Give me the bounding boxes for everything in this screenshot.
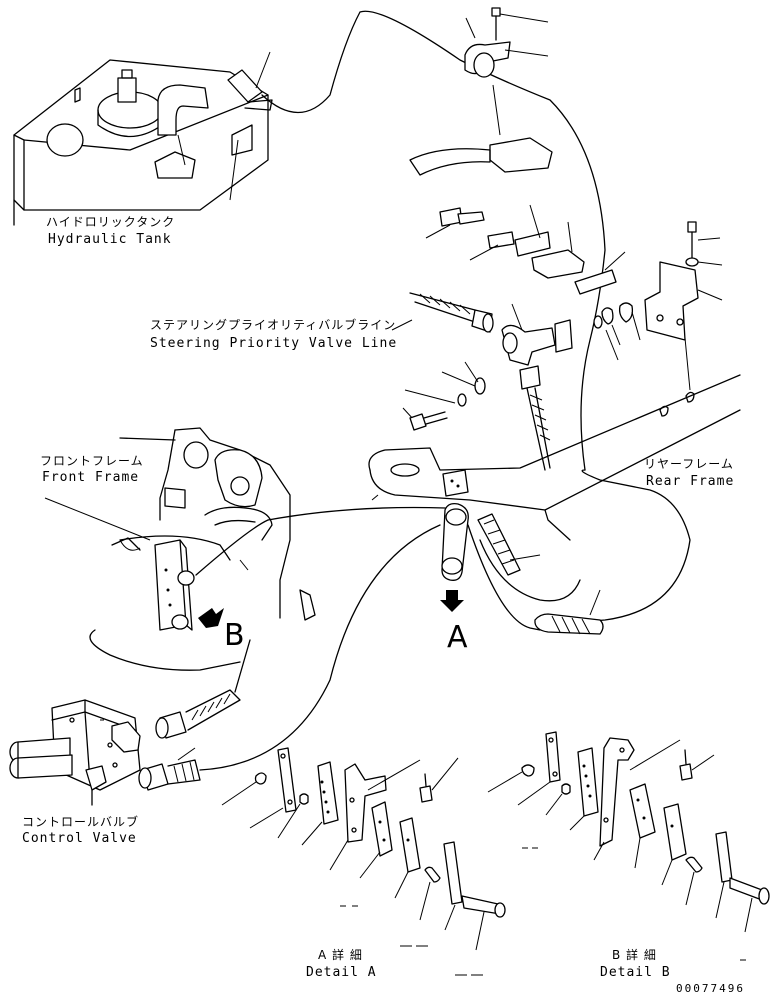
detail-a-connection bbox=[440, 469, 541, 612]
hose-small-loop bbox=[479, 539, 581, 602]
steering-line-label-en: Steering Priority Valve Line bbox=[150, 336, 397, 351]
top-clamp-group bbox=[409, 7, 553, 176]
right-bracket bbox=[601, 221, 723, 391]
hose-rear-loop bbox=[539, 469, 691, 626]
tank-hose-fitting bbox=[227, 51, 273, 111]
hose-sleeve bbox=[534, 613, 604, 635]
hydraulic-tank-label-jp: ハイドロリックタンク bbox=[46, 215, 175, 229]
tank-return-hose bbox=[261, 10, 606, 471]
control-valve bbox=[9, 699, 141, 806]
front-frame bbox=[44, 427, 316, 671]
detail-b-connection bbox=[154, 519, 269, 631]
detail-a-label-en: Detail A bbox=[306, 965, 377, 980]
hydraulic-tank bbox=[13, 59, 269, 226]
control-valve-label-jp: コントロールバルブ bbox=[22, 814, 139, 829]
detail-b-label-jp: B 詳 細 bbox=[612, 947, 657, 962]
steering-line-assembly bbox=[409, 292, 619, 366]
detail-a-label-jp: A 詳 細 bbox=[318, 947, 363, 962]
drawing-number: 00077496 bbox=[676, 982, 745, 995]
labels: ハイドロリックタンク Hydraulic Tank ステアリングプライオリティバ… bbox=[22, 215, 745, 995]
hydraulic-tank-label-en: Hydraulic Tank bbox=[48, 232, 172, 247]
callout-a: A bbox=[447, 620, 468, 655]
hose-center-upper bbox=[267, 506, 446, 521]
control-valve-label-en: Control Valve bbox=[22, 831, 137, 846]
front-frame-label-jp: フロントフレーム bbox=[40, 454, 144, 468]
rear-frame bbox=[368, 374, 741, 541]
detail-b-parts bbox=[487, 731, 770, 961]
steering-line-label-jp: ステアリングプライオリティバルブライン bbox=[150, 317, 396, 332]
hose-center-lower bbox=[467, 524, 541, 631]
control-valve-hoses bbox=[138, 524, 441, 791]
detail-a-parts bbox=[221, 747, 506, 976]
bolt-washer-set bbox=[402, 361, 695, 471]
front-frame-label-en: Front Frame bbox=[42, 470, 139, 485]
detail-b-label-en: Detail B bbox=[600, 965, 671, 980]
arrow-b-icon bbox=[198, 608, 224, 628]
rear-frame-label-en: Rear Frame bbox=[646, 474, 734, 489]
callout-b: B bbox=[224, 618, 245, 653]
arrow-a-icon bbox=[440, 590, 464, 612]
steering-leader-line bbox=[391, 319, 413, 331]
rear-frame-label-jp: リヤーフレーム bbox=[644, 457, 734, 471]
mid-clamp-chain bbox=[425, 204, 626, 295]
